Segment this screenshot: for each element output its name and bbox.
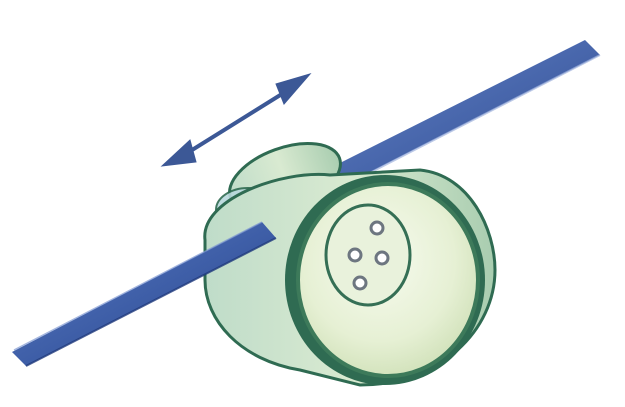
hole-cluster [326,205,410,305]
hole [354,277,366,289]
hole [376,252,388,264]
hole [371,222,383,234]
hole [349,249,361,261]
